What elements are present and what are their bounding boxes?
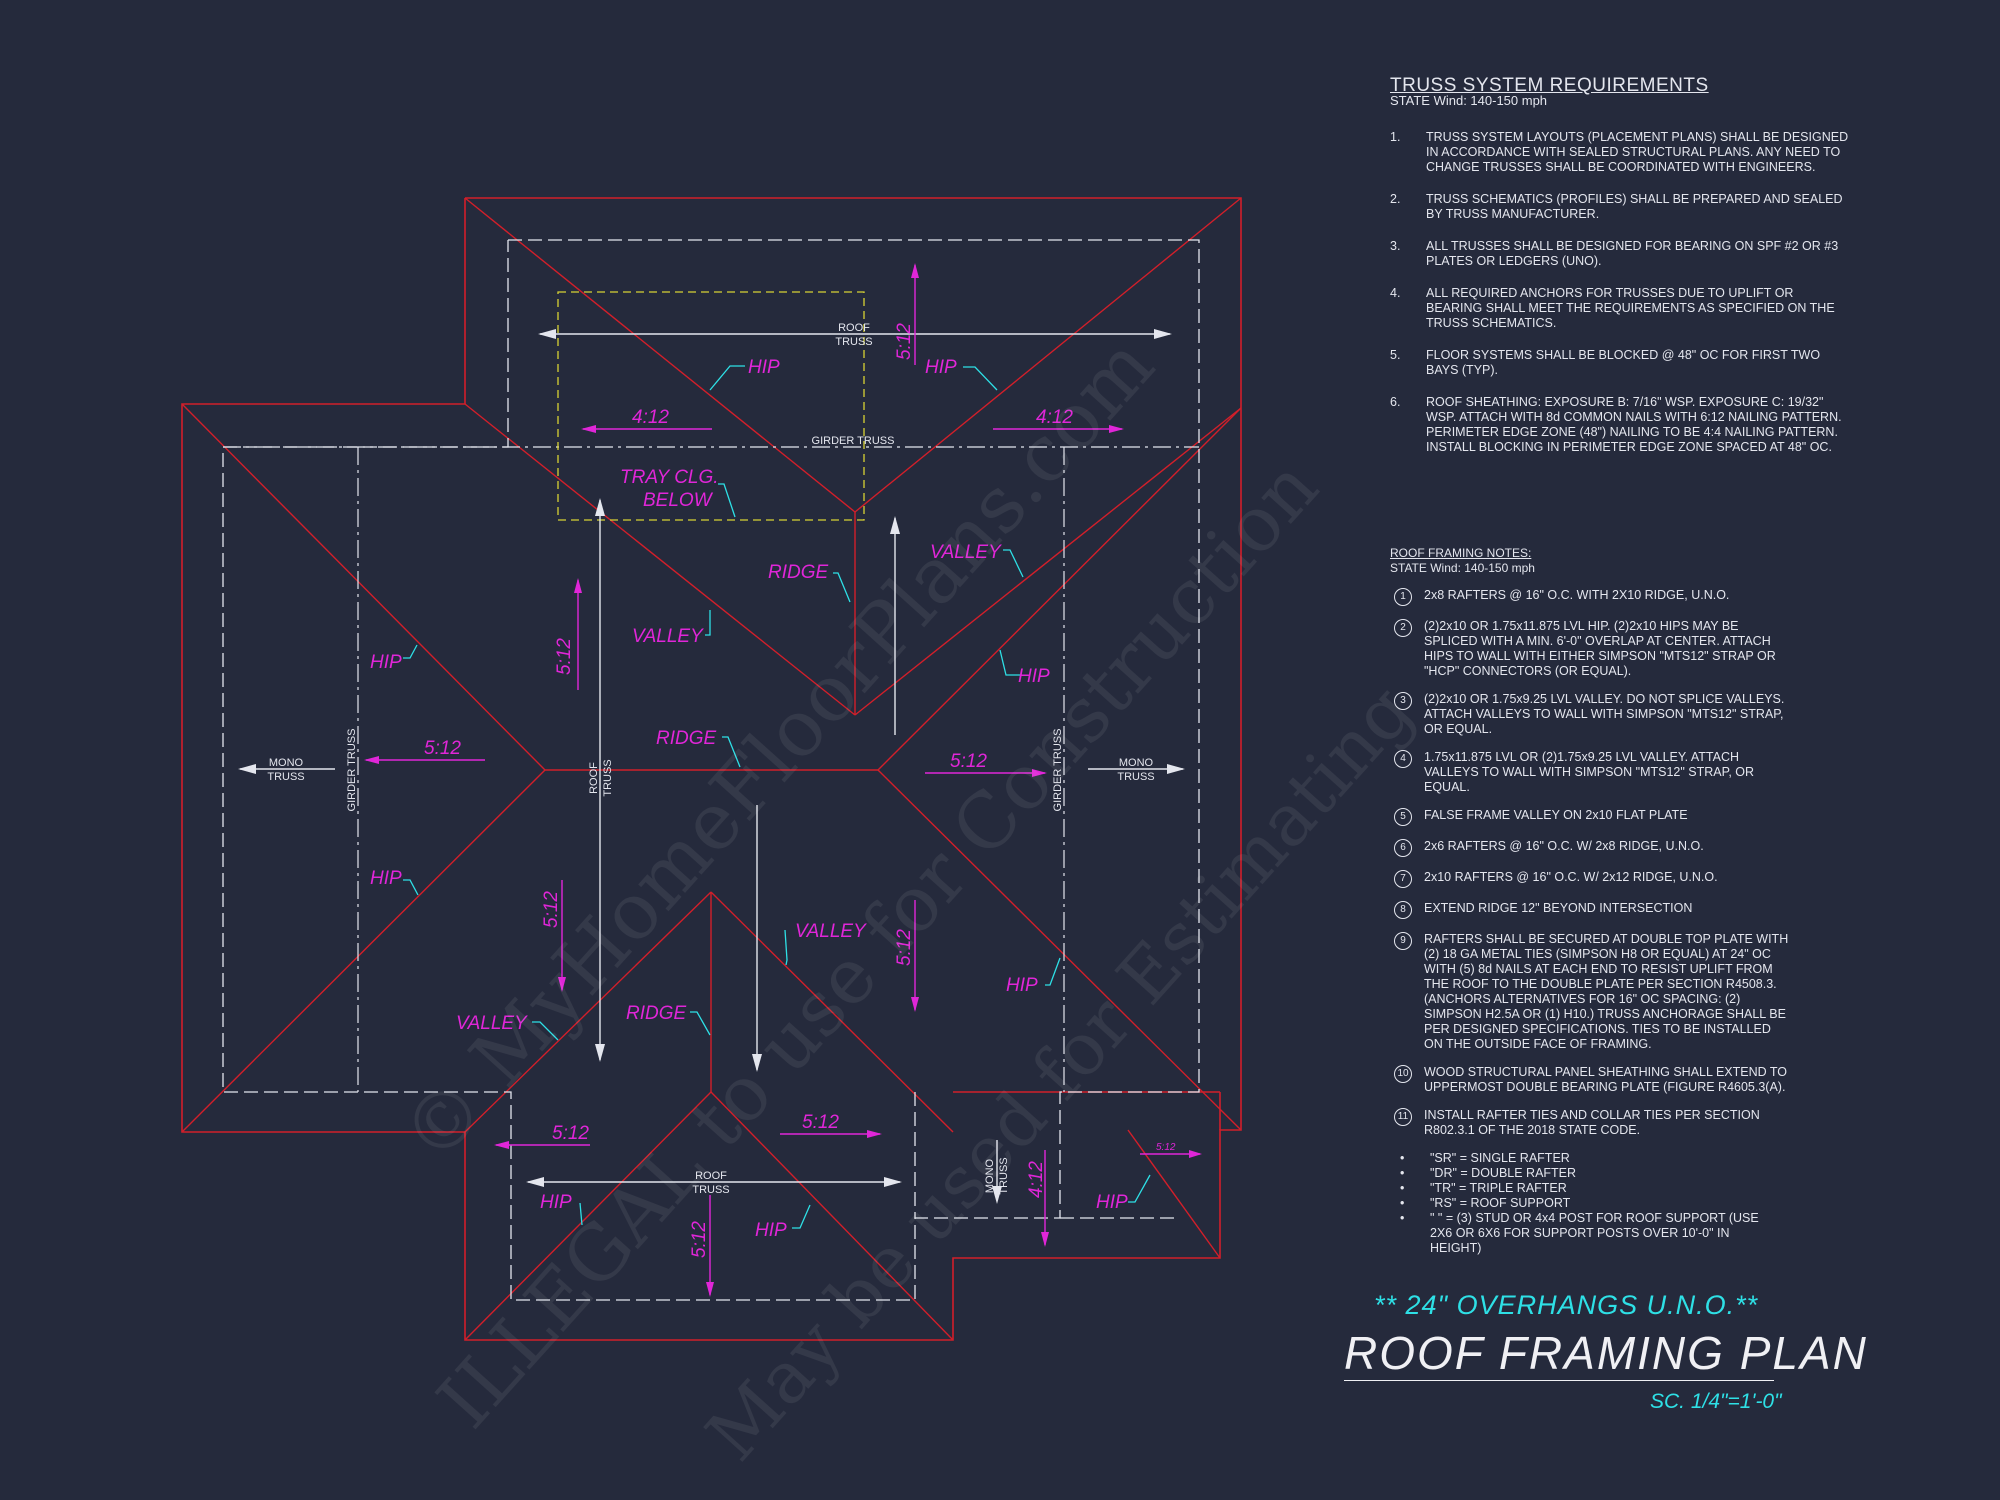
label-pitch: 5:12: [802, 1112, 839, 1133]
list-item: •"RS" = ROOF SUPPORT: [1400, 1196, 1571, 1210]
label-hip: HIP: [1006, 975, 1038, 996]
list-item: 2(2)2x10 OR 1.75x11.875 LVL HIP. (2)2x10…: [1390, 619, 1790, 679]
label-truss: TRUSS: [602, 759, 614, 796]
label-valley: VALLEY: [632, 626, 704, 647]
label-valley: VALLEY: [930, 542, 1002, 563]
label-ridge: RIDGE: [626, 1003, 687, 1024]
label-ridge: RIDGE: [656, 728, 717, 749]
label-pitch: 5:12: [554, 638, 575, 675]
girder-truss-lines: [223, 446, 1199, 1092]
list-item: 1.TRUSS SYSTEM LAYOUTS (PLACEMENT PLANS)…: [1390, 130, 1849, 174]
label-truss: TRUSS: [692, 1184, 729, 1196]
list-item: •"DR" = DOUBLE RAFTER: [1400, 1166, 1577, 1180]
rafter-legend: •"SR" = SINGLE RAFTER •"DR" = DOUBLE RAF…: [1390, 1151, 1790, 1256]
label-leaders: [403, 365, 1151, 1229]
label-hip: HIP: [925, 357, 957, 378]
truss-requirements-title: TRUSS SYSTEM REQUIREMENTS: [1390, 75, 1709, 96]
label-truss: TRUSS: [998, 1157, 1010, 1194]
label-valley: VALLEY: [456, 1013, 528, 1034]
label-truss: TRUSS: [267, 771, 304, 783]
label-pitch-small: 5:12: [1156, 1142, 1176, 1153]
truss-labels: ROOF TRUSS GIRDER TRUSS MONO TRUSS MONO …: [267, 322, 1154, 1196]
title-underline: [1344, 1380, 1774, 1381]
truss-requirements-subtitle: STATE Wind: 140-150 mph: [1390, 93, 1548, 108]
label-truss: TRUSS: [835, 336, 872, 348]
label-pitch: 4:12: [1026, 1161, 1047, 1198]
label-pitch: 5:12: [689, 1221, 710, 1258]
label-truss: TRUSS: [1117, 771, 1154, 783]
label-roof: ROOF: [838, 322, 870, 334]
list-item: 4.ALL REQUIRED ANCHORS FOR TRUSSES DUE T…: [1390, 286, 1835, 330]
label-girder-truss: GIRDER TRUSS: [812, 435, 895, 447]
list-item: 5.FLOOR SYSTEMS SHALL BE BLOCKED @ 48" O…: [1390, 348, 1821, 377]
pitch-arrows: [364, 263, 1202, 1297]
label-hip: HIP: [1096, 1192, 1128, 1213]
list-item: 6.ROOF SHEATHING: EXPOSURE B: 7/16" WSP.…: [1390, 395, 1842, 454]
scale-note: SC. 1/4"=1'-0": [1650, 1390, 1782, 1413]
label-valley: VALLEY: [795, 921, 867, 942]
tray-ceiling-outline: [557, 291, 865, 521]
label-hip: HIP: [370, 868, 402, 889]
list-item: 3.ALL TRUSSES SHALL BE DESIGNED FOR BEAR…: [1390, 239, 1839, 268]
page-title: ROOF FRAMING PLAN: [1344, 1327, 1868, 1379]
label-hip: HIP: [540, 1192, 572, 1213]
label-pitch: 5:12: [541, 891, 562, 928]
label-tray-line2: BELOW: [643, 490, 714, 511]
label-hip: HIP: [370, 652, 402, 673]
roof-framing-notes: ROOF FRAMING NOTES: STATE Wind: 140-150 …: [1390, 546, 1790, 1256]
list-item: 2.TRUSS SCHEMATICS (PROFILES) SHALL BE P…: [1390, 192, 1843, 221]
truss-requirements-list: 1.TRUSS SYSTEM LAYOUTS (PLACEMENT PLANS)…: [1390, 130, 1850, 455]
roof-notes-subtitle: STATE Wind: 140-150 mph: [1390, 561, 1535, 575]
label-mono: MONO: [984, 1158, 996, 1193]
label-ridge: RIDGE: [768, 562, 829, 583]
label-pitch: 5:12: [894, 323, 915, 360]
truss-requirements: TRUSS SYSTEM REQUIREMENTS STATE Wind: 14…: [1390, 75, 1850, 472]
label-tray-line1: TRAY CLG.: [620, 467, 719, 488]
list-item: 3(2)2x10 OR 1.75x9.25 LVL VALLEY. DO NOT…: [1390, 692, 1790, 737]
overhang-note: ** 24" OVERHANGS U.N.O.**: [1374, 1290, 1759, 1320]
label-roof: ROOF: [695, 1170, 727, 1182]
label-pitch: 5:12: [894, 929, 915, 966]
label-pitch: 4:12: [632, 407, 669, 428]
label-pitch: 4:12: [1036, 407, 1073, 428]
list-item: •" " = (3) STUD OR 4x4 POST FOR ROOF SUP…: [1400, 1211, 1759, 1255]
roof-notes-title: ROOF FRAMING NOTES:: [1390, 546, 1532, 560]
list-item: •"TR" = TRIPLE RAFTER: [1400, 1181, 1567, 1195]
label-mono: MONO: [269, 757, 304, 769]
label-mono: MONO: [1119, 757, 1154, 769]
label-pitch: 5:12: [424, 738, 461, 759]
plan-labels: HIP HIP 4:12 4:12 TRAY CLG. BELOW RIDGE …: [370, 323, 1176, 1258]
label-girder-truss: GIRDER TRUSS: [1052, 729, 1064, 812]
list-item: •"SR" = SINGLE RAFTER: [1400, 1151, 1570, 1165]
truss-arrows: [238, 329, 1185, 1204]
label-hip: HIP: [755, 1220, 787, 1241]
label-roof: ROOF: [588, 762, 600, 794]
label-girder-truss: GIRDER TRUSS: [346, 729, 358, 812]
label-hip: HIP: [748, 357, 780, 378]
label-pitch: 5:12: [950, 751, 987, 772]
label-pitch: 5:12: [552, 1123, 589, 1144]
label-hip: HIP: [1018, 666, 1050, 687]
